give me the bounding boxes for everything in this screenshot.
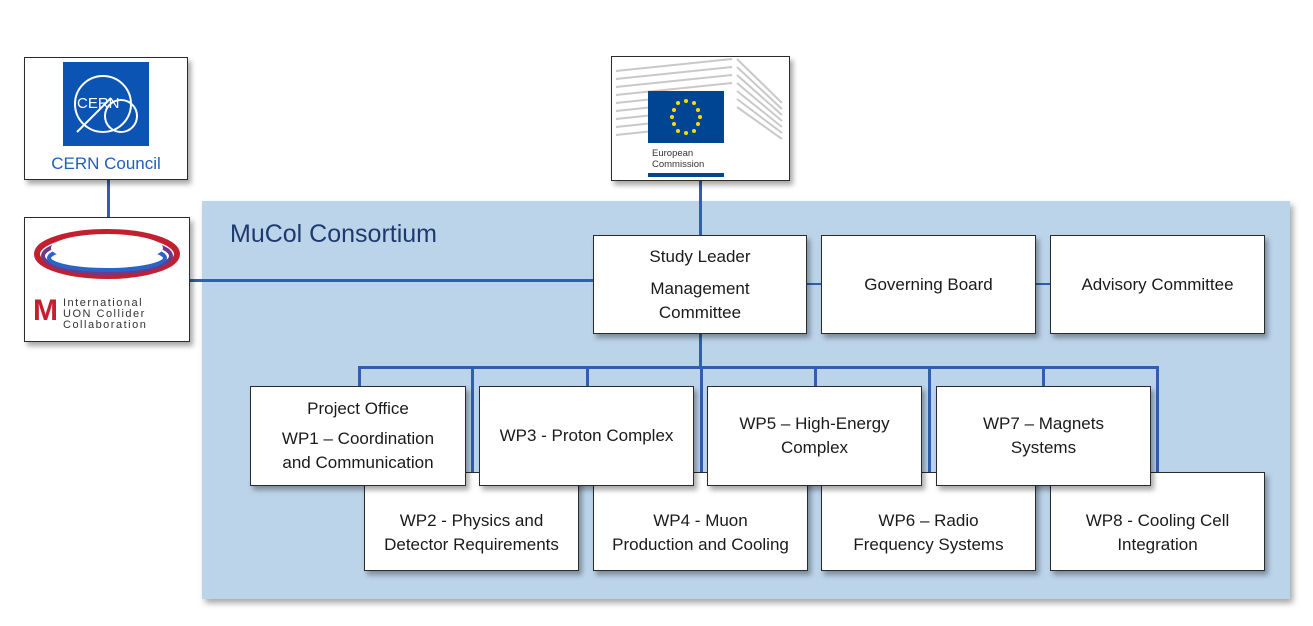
imcc-line2: UON Collider [63,308,146,320]
imcc-box: M International UON Collider Collaborati… [24,217,190,342]
advisory-committee-box: Advisory Committee [1050,235,1265,334]
management-committee-line2: Committee [658,302,742,322]
cern-council-label: CERN Council [51,153,161,173]
wp5-line2: Complex [780,438,849,457]
wp1-box: Project Office WP1 – Coordination and Co… [250,386,466,486]
wp2-line1: WP2 - Physics and [399,510,544,530]
imcc-line3: Collaboration [63,319,148,331]
project-office-label: Project Office [307,399,409,418]
connector-drop-5 [814,366,817,386]
consortium-title: MuCol Consortium [230,220,438,248]
wp2-line2: Detector Requirements [384,534,559,554]
cern-logo-text: CERN [77,94,120,112]
imcc-line1: International [63,297,144,309]
connector-ec-study-leader [699,180,702,236]
wp3-box: WP3 - Proton Complex [479,386,694,486]
wp6-line1: WP6 – Radio [878,510,979,530]
wp4-line1: WP4 - Muon [653,510,748,530]
wp7-box: WP7 – Magnets Systems [936,386,1151,486]
wp6-line2: Frequency Systems [853,534,1004,554]
connector-drop-4 [700,366,703,476]
connector-drop-1 [358,366,361,386]
wp8-box: WP8 - Cooling Cell Integration [1050,472,1265,571]
wp7-line2: Systems [1010,438,1077,457]
wp1-line2: and Communication [282,453,434,472]
wp5-line1: WP5 – High-Energy [739,414,890,433]
connector-study-down [699,333,702,368]
wp3-label: WP3 - Proton Complex [499,426,674,445]
study-leader-box: Study Leader Management Committee [593,235,807,334]
ec-logo: European Commission [612,57,786,177]
connector-drop-3 [586,366,589,386]
imcc-name: International UON Collider Collaboration [63,298,147,331]
wp4-line2: Production and Cooling [612,534,789,554]
governing-board-label: Governing Board [864,274,993,294]
cern-council-box: CERN CERN Council [24,57,188,180]
connector-cern-imcc [107,180,110,218]
connector-horizontal-bus [358,366,1158,369]
wp7-line1: WP7 – Magnets [983,414,1104,433]
wp4-box: WP4 - Muon Production and Cooling [593,472,808,571]
management-committee-line1: Management [650,278,750,298]
connector-imcc-study-leader [189,279,595,282]
ec-caption: European Commission [652,148,704,170]
connector-drop-2 [471,366,474,476]
connector-drop-7 [1042,366,1045,386]
ec-caption-line2: Commission [652,159,705,170]
imcc-initial: M [33,294,58,327]
cern-logo: CERN [63,61,149,146]
connector-study-board [806,283,822,285]
imcc-ring-logo [34,229,180,279]
ec-box: European Commission [611,56,790,181]
advisory-committee-label: Advisory Committee [1081,274,1234,294]
wp8-line2: Integration [1117,534,1198,554]
wp2-box: WP2 - Physics and Detector Requirements [364,472,579,571]
connector-drop-8 [1156,366,1159,476]
wp5-box: WP5 – High-Energy Complex [707,386,922,486]
governing-board-box: Governing Board [821,235,1036,334]
wp8-line1: WP8 - Cooling Cell [1085,510,1230,530]
study-leader-label: Study Leader [649,246,751,266]
wp6-box: WP6 – Radio Frequency Systems [821,472,1036,571]
ec-caption-line1: European [652,148,694,159]
connector-board-advisory [1035,283,1051,285]
wp1-line1: WP1 – Coordination [281,429,435,448]
connector-drop-6 [928,366,931,476]
